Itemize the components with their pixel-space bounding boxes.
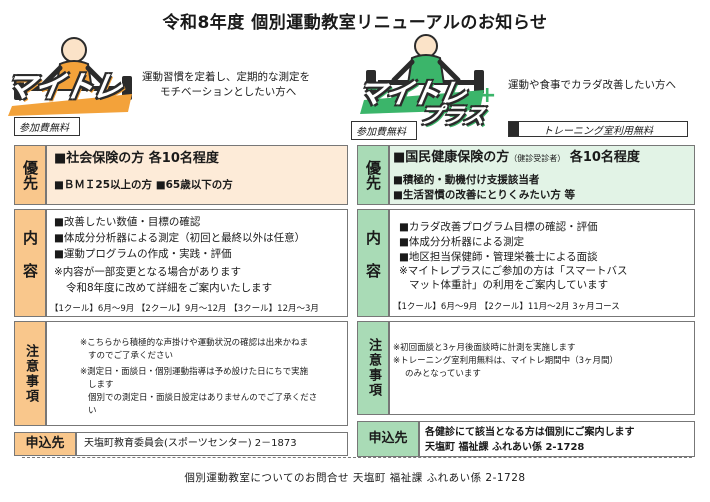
right-content-line-3: ■地区担当保健師・管理栄養士による面談 — [399, 251, 598, 263]
right-tagline: 運動や食事でカラダ改善したい方へ — [508, 79, 676, 91]
left-priority-detail: ■ＢＭＩ25以上の方 ■65歳以下の方 — [54, 179, 233, 191]
right-apply-box — [419, 421, 695, 457]
right-priority-heading-tail: 各10名程度 — [569, 150, 640, 165]
left-priority-label: 優先 — [14, 145, 46, 205]
right-content-line-4: ※マイトレプラスにご参加の方は「スマートバス — [399, 265, 628, 277]
right-priority-heading: ■国民健康保険の方（健診受診者） 各10名程度 — [393, 151, 640, 166]
left-notes-line-3: ※測定日・面談日・個別運動指導は予め設けた日にちで実施 — [80, 367, 309, 377]
right-content-line-1: ■カラダ改善プログラム目標の確認・評価 — [399, 221, 598, 233]
right-priority-heading-main: ■国民健康保険の方 — [393, 150, 510, 165]
right-apply-label-text: 申込先 — [368, 431, 408, 446]
left-schedule: 【1クール】6月～9月 【2クール】9月～12月 【3クール】12月～3月 — [50, 304, 319, 314]
right-content-label: 内容 — [357, 209, 389, 317]
page-title: 令和8年度 個別運動教室リニューアルのお知らせ — [162, 13, 548, 33]
left-notes-label: 注意事項 — [14, 321, 46, 426]
right-apply-line-2: 天塩町 福祉課 ふれあい係 2-1728 — [425, 442, 585, 453]
left-notes-line-1: ※こちらから積極的な声掛けや運動状況の確認は出来かねま — [80, 338, 309, 348]
right-priority-line-1: ■積極的・動機付け支援該当者 — [393, 174, 540, 186]
left-priority-heading: ■社会保険の方 各10名程度 — [54, 151, 219, 166]
right-content-line-2: ■体成分分析器による測定 — [399, 236, 525, 248]
right-fee-badge: 参加費無料 — [351, 121, 417, 140]
right-priority-label: 優先 — [357, 145, 389, 205]
left-tagline: 運動習慣を定着し、定期的な測定を モチベーションとしたい方へ — [142, 70, 342, 100]
gym-fee-badge: トレーニング室利用無料 — [508, 121, 688, 137]
left-notes-line-5: 個別での測定日・面談日設定はありませんのでご了承くださ — [88, 393, 318, 403]
left-notes-line-4: します — [88, 380, 114, 390]
right-priority-heading-small: （健診受診者） — [509, 154, 566, 163]
left-content-line-1: ■改善したい数値・目標の確認 — [54, 216, 201, 228]
right-priority-box — [389, 145, 695, 205]
right-content-box — [389, 209, 695, 317]
right-notes-line-2: ※トレーニング室利用無料は、マイトレ期間中（3ヶ月間） — [393, 356, 619, 366]
left-content-line-4: ※内容が一部変更となる場合があります — [54, 266, 241, 278]
left-notes-line-2: すのでご了承ください — [88, 351, 174, 361]
svg-text:+: + — [478, 83, 496, 108]
right-notes-line-1: ※初回面談と3ヶ月後面談時に計測を実施します — [393, 343, 576, 353]
left-fee-badge: 参加費無料 — [14, 117, 80, 136]
left-tagline-line-2: モチベーションとしたい方へ — [160, 86, 297, 98]
left-priority-box — [46, 145, 348, 205]
right-apply-line-1: 各健診にて該当となる方は個別にご案内します — [425, 427, 635, 438]
left-content-line-5: 令和8年度に改めて詳細をご案内いたします — [66, 282, 273, 294]
left-content-line-3: ■運動プログラムの作成・実践・評価 — [54, 248, 232, 260]
footer-contact: 個別運動教室についてのお問合せ 天塩町 福祉課 ふれあい係 2-1728 — [184, 472, 526, 484]
left-content-line-2: ■体成分分析器による測定（初回と最終以外は任意） — [54, 232, 306, 244]
maitore-plus-logo-plus-text: プラス — [417, 104, 488, 129]
right-notes-box — [389, 321, 695, 415]
right-notes-line-3: のみとなっています — [405, 369, 481, 379]
left-notes-line-6: い — [88, 406, 97, 416]
right-schedule: 【1クール】6月～9月 【2クール】11月～2月 3ヶ月コース — [393, 302, 620, 312]
right-notes-label: 注意事項 — [357, 321, 389, 415]
maitore-logo-text: マイトレ — [2, 70, 125, 105]
maitore-logo — [8, 30, 138, 116]
right-content-line-5: マット体重計」の利用をご案内しています — [409, 279, 609, 291]
left-content-label: 内容 — [14, 209, 46, 317]
left-apply-text: 天塩町教育委員会(スポーツセンター) 2－1873 — [84, 438, 297, 449]
right-notes-label-text: 注意事項 — [366, 338, 381, 398]
left-content-label-text: 内容 — [21, 230, 39, 296]
right-priority-label-text: 優先 — [364, 160, 382, 190]
left-priority-label-text: 優先 — [21, 160, 39, 190]
left-apply-box — [76, 432, 348, 456]
right-priority-line-2: ■生活習慣の改善にとりくみたい方 等 — [393, 189, 575, 201]
left-tagline-line-1: 運動習慣を定着し、定期的な測定を — [142, 71, 310, 83]
footer-divider — [22, 457, 692, 458]
right-apply-label: 申込先 — [357, 421, 419, 457]
left-apply-label: 申込先 — [14, 432, 76, 456]
maitore-plus-logo: + — [360, 30, 500, 120]
left-content-box — [46, 209, 348, 317]
right-content-label-text: 内容 — [364, 230, 382, 296]
left-notes-label-text: 注意事項 — [23, 343, 38, 404]
left-apply-label-text: 申込先 — [25, 436, 65, 451]
left-notes-box — [46, 321, 348, 426]
